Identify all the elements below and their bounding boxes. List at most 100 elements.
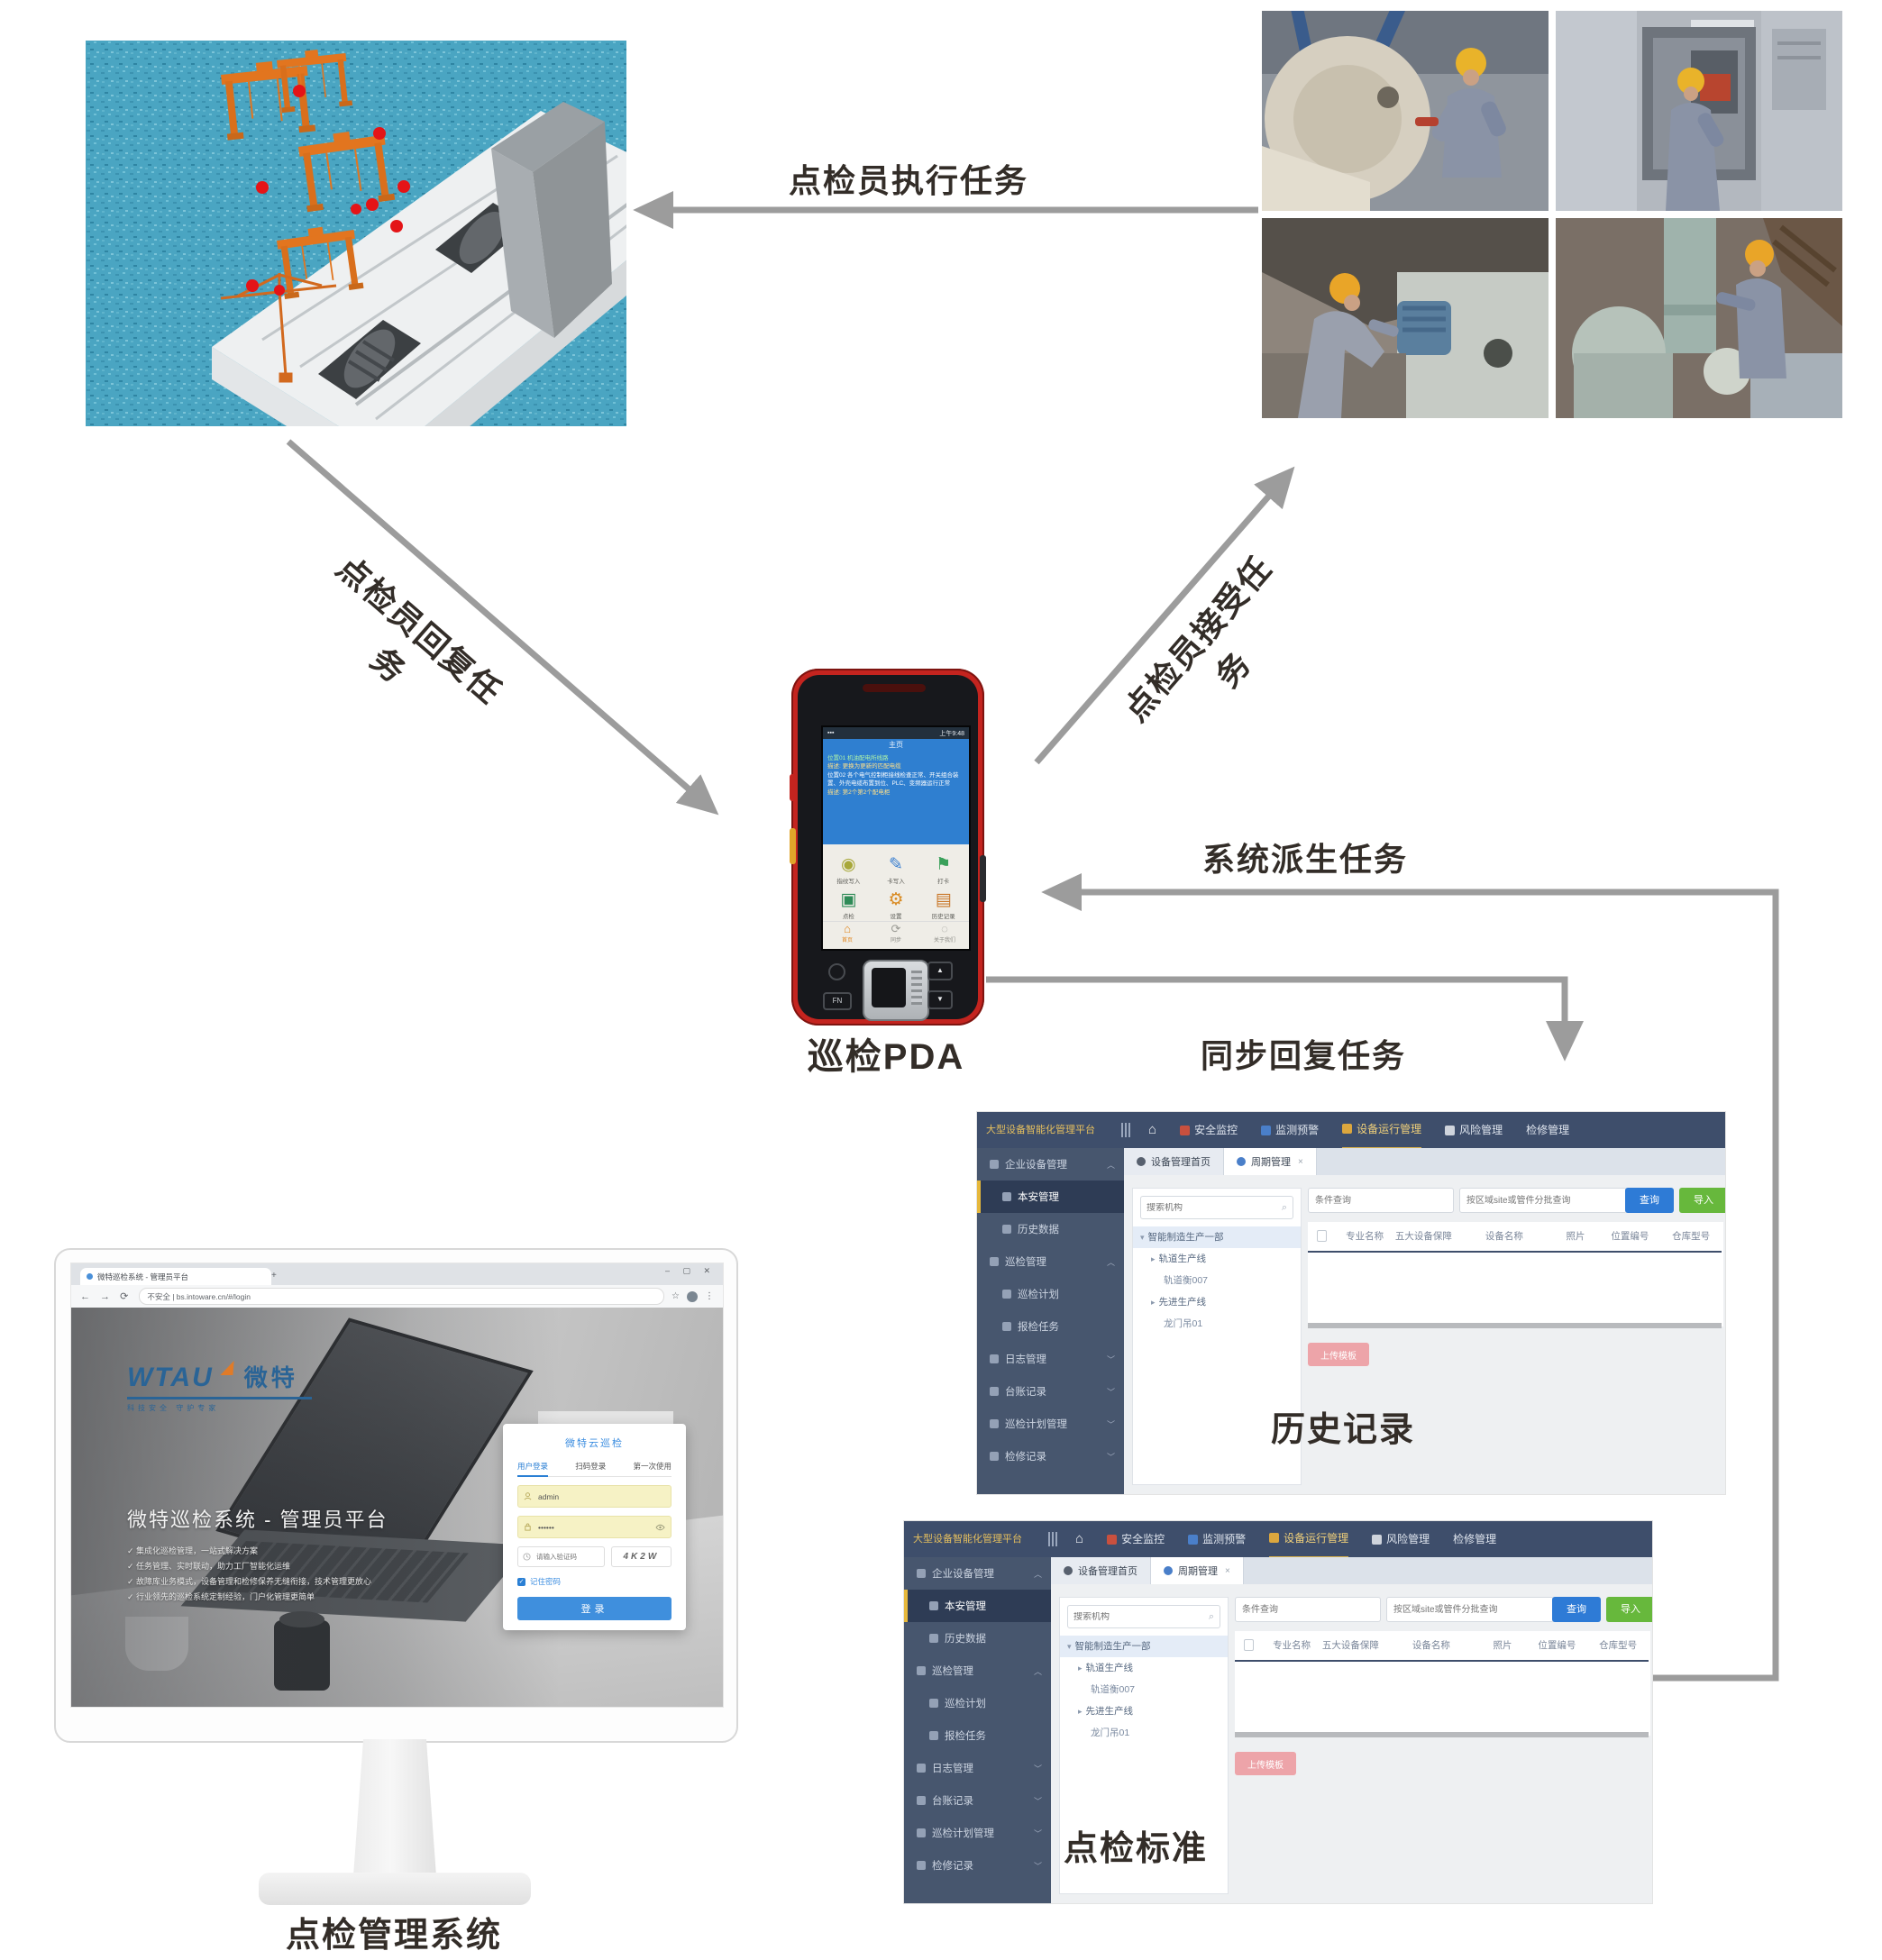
browser-tab[interactable]: 微特巡检系统 - 管理员平台 [80,1268,271,1285]
pda-scan-button[interactable] [790,828,796,864]
sidebar-item-log-mgmt[interactable]: 日志管理﹀ [904,1752,1051,1784]
captcha-image[interactable]: 4K2W [610,1546,671,1567]
close-icon[interactable]: × [1298,1156,1303,1167]
filter-input-2[interactable] [1459,1188,1627,1213]
filter-input-1[interactable] [1235,1597,1381,1622]
browser-nav-icons[interactable]: ← → ⟳ [80,1291,132,1302]
tab-first-use[interactable]: 第一次使用 [633,1462,671,1471]
nav-about[interactable]: ◌ 关于我们 [920,922,969,949]
app-card-write[interactable]: ✎ 卡写入 [872,855,920,885]
tree-leaf[interactable]: 轨道衡007 [1164,1275,1209,1286]
sidebar-item-inspection-mgmt[interactable]: 巡检管理︿ [904,1655,1051,1687]
power-button[interactable] [828,963,845,980]
sidebar-item-repair-record[interactable]: 检修记录﹀ [977,1440,1124,1472]
tab-cycle-mgmt[interactable]: 周期管理× [1151,1557,1244,1584]
sidebar-item-log-mgmt[interactable]: 日志管理﹀ [977,1343,1124,1375]
captcha-input[interactable] [534,1552,592,1562]
tab-scan-login[interactable]: 扫码登录 [575,1462,607,1471]
nav-monitor-warning[interactable]: 监测预警 [1188,1521,1246,1557]
collapse-menu-icon[interactable] [1048,1532,1063,1546]
sidebar-item-ledger[interactable]: 台账记录﹀ [904,1784,1051,1817]
tree-node-root[interactable]: ▾智能制造生产一部 [1133,1226,1301,1248]
query-button[interactable]: 查询 [1625,1188,1674,1213]
nav-equipment-operation[interactable]: 设备运行管理 [1269,1521,1349,1559]
table-scrollbar[interactable] [1235,1732,1649,1737]
tab-cycle-mgmt[interactable]: 周期管理× [1224,1148,1317,1175]
sidebar-item-safety-mgmt[interactable]: 本安管理 [977,1181,1124,1213]
tree-node[interactable]: ▸轨道生产线 [1078,1663,1134,1673]
sidebar-item-inspection-plan[interactable]: 巡检计划 [977,1278,1124,1310]
close-icon[interactable]: × [1225,1565,1230,1576]
app-fingerprint-write[interactable]: ◉ 指纹写入 [825,855,872,885]
upload-template-button[interactable]: 上传模板 [1235,1752,1296,1775]
nav-sync[interactable]: ⟳ 同步 [872,922,920,949]
down-button[interactable]: ▼ [927,990,953,1009]
collapse-menu-icon[interactable] [1121,1123,1136,1137]
tree-leaf[interactable]: 轨道衡007 [1091,1684,1136,1695]
import-button[interactable]: 导入 [1679,1188,1725,1213]
tree-node[interactable]: ▸轨道生产线 [1151,1253,1207,1264]
sidebar-item-enterprise-equipment[interactable]: 企业设备管理︿ [904,1557,1051,1590]
nav-monitor-warning[interactable]: 监测预警 [1261,1112,1319,1148]
tree-node-root[interactable]: ▾智能制造生产一部 [1060,1636,1228,1657]
sidebar-item-ledger[interactable]: 台账记录﹀ [977,1375,1124,1408]
tree-leaf[interactable]: 龙门吊01 [1091,1728,1130,1738]
window-controls[interactable]: – ▢ ✕ [664,1266,716,1275]
sidebar-item-safety-mgmt[interactable]: 本安管理 [904,1590,1051,1622]
sidebar-item-inspection-mgmt[interactable]: 巡检管理︿ [977,1245,1124,1278]
nav-maintenance[interactable]: 检修管理 [1526,1124,1570,1136]
table-scrollbar[interactable] [1308,1323,1722,1328]
app-history[interactable]: ▤ 历史记录 [919,890,967,920]
fn-button[interactable]: FN [823,992,852,1010]
pda-power-side-button[interactable] [980,855,986,902]
app-check-in[interactable]: ⚑ 打卡 [919,855,967,885]
bookmark-star-icon[interactable]: ☆ [671,1291,680,1301]
query-button[interactable]: 查询 [1552,1597,1601,1622]
tree-leaf[interactable]: 龙门吊01 [1164,1318,1203,1329]
up-button[interactable]: ▲ [927,962,953,980]
nav-risk-management[interactable]: 风险管理 [1372,1521,1430,1557]
nav-safety-monitor[interactable]: 安全监控 [1180,1112,1238,1148]
browser-menu-icon[interactable]: ⋮ [705,1291,714,1301]
sidebar-item-report-task[interactable]: 报检任务 [977,1310,1124,1343]
nav-home-icon[interactable]: ⌂ [1075,1531,1084,1546]
select-all-checkbox[interactable] [1244,1639,1254,1651]
login-button[interactable]: 登录 [517,1597,671,1620]
sidebar-item-plan-mgmt[interactable]: 巡检计划管理﹀ [904,1817,1051,1849]
new-tab-button[interactable]: + [271,1271,277,1281]
upload-template-button[interactable]: 上传模板 [1308,1343,1369,1366]
profile-avatar[interactable] [687,1290,698,1302]
sidebar-item-plan-mgmt[interactable]: 巡检计划管理﹀ [977,1408,1124,1440]
app-inspection[interactable]: ▣ 点检 [825,890,872,920]
import-button[interactable]: 导入 [1606,1597,1652,1622]
nav-risk-management[interactable]: 风险管理 [1445,1112,1503,1148]
nav-safety-monitor[interactable]: 安全监控 [1107,1521,1165,1557]
tree-node[interactable]: ▸先进生产线 [1078,1706,1134,1717]
remember-checkbox[interactable]: ✓ [517,1577,525,1586]
sidebar-item-repair-record[interactable]: 检修记录﹀ [904,1849,1051,1882]
nav-equipment-operation[interactable]: 设备运行管理 [1342,1112,1422,1150]
fingerprint-scanner[interactable] [863,960,929,1021]
sidebar-item-history-data[interactable]: 历史数据 [977,1213,1124,1245]
tab-equipment-home[interactable]: 设备管理首页 [1124,1148,1224,1175]
sidebar-item-history-data[interactable]: 历史数据 [904,1622,1051,1655]
filter-input-1[interactable] [1308,1188,1454,1213]
filter-input-2[interactable] [1386,1597,1554,1622]
tree-search-input[interactable] [1068,1611,1209,1622]
sidebar-item-report-task[interactable]: 报检任务 [904,1719,1051,1752]
nav-home-icon[interactable]: ⌂ [1148,1122,1157,1137]
select-all-checkbox[interactable] [1317,1230,1327,1242]
tree-node[interactable]: ▸先进生产线 [1151,1297,1207,1308]
sidebar-item-inspection-plan[interactable]: 巡检计划 [904,1687,1051,1719]
tree-search-input[interactable] [1141,1202,1282,1213]
password-input[interactable] [536,1521,651,1533]
nav-maintenance[interactable]: 检修管理 [1453,1533,1497,1545]
sidebar-item-enterprise-equipment[interactable]: 企业设备管理︿ [977,1148,1124,1181]
eye-icon[interactable] [655,1524,665,1531]
pda-side-button[interactable] [790,774,796,801]
app-settings[interactable]: ⚙ 设置 [872,890,920,920]
url-field[interactable]: 不安全 | bs.intoware.cn/#/login [139,1288,665,1305]
tab-user-login[interactable]: 用户登录 [517,1462,549,1477]
tab-equipment-home[interactable]: 设备管理首页 [1051,1557,1151,1584]
username-input[interactable] [536,1491,665,1502]
